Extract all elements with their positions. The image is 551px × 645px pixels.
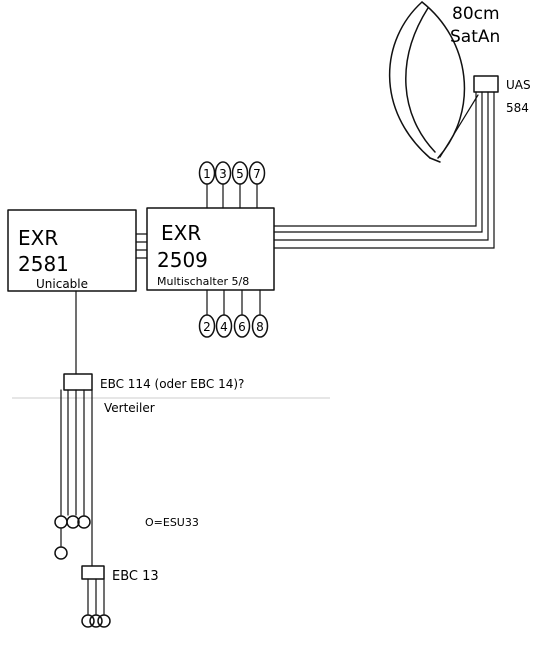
ebc13-label: EBC 13 (112, 569, 159, 584)
svg-text:5: 5 (236, 167, 244, 181)
unicable-multiswitch-cables (135, 233, 148, 259)
socket (81, 614, 95, 628)
lnb-box (473, 75, 499, 93)
multiswitch-desc: Multischalter 5/8 (157, 275, 249, 288)
svg-text:3: 3 (219, 167, 227, 181)
dish-name-label: SatAn (450, 27, 500, 47)
multiswitch-box (146, 207, 275, 291)
multiswitch-brand: EXR (161, 221, 201, 245)
lnb-cables (273, 91, 495, 249)
unicable-brand: EXR (18, 226, 58, 250)
lnb-label-1: UAS (506, 78, 531, 92)
multiswitch-bottom-leads (206, 289, 261, 316)
socket (54, 546, 68, 560)
unicable-box (7, 209, 137, 292)
svg-text:8: 8 (256, 320, 264, 334)
socket-group (54, 515, 91, 560)
output-6: 6 (233, 314, 251, 338)
svg-text:7: 7 (253, 167, 261, 181)
splitter-label: EBC 114 (oder EBC 14)? (100, 377, 244, 391)
output-8: 8 (251, 314, 269, 338)
svg-text:1: 1 (203, 167, 211, 181)
socket (77, 515, 91, 529)
ebc13-sockets (81, 614, 111, 628)
lnb-label-2: 584 (506, 101, 529, 115)
output-7: 7 (248, 161, 266, 185)
multiswitch-model: 2509 (157, 248, 208, 272)
output-5: 5 (231, 161, 249, 185)
dish-size-label: 80cm (452, 4, 500, 24)
splitter-sublabel: Verteiler (104, 401, 155, 415)
multiswitch-top-leads (206, 183, 258, 209)
svg-text:4: 4 (220, 320, 228, 334)
svg-text:2: 2 (203, 320, 211, 334)
output-3: 3 (214, 161, 232, 185)
splitter-box (63, 373, 93, 391)
ebc13-cables (87, 578, 105, 615)
output-1: 1 (198, 161, 216, 185)
ebc13-box (81, 565, 105, 580)
output-2: 2 (198, 314, 216, 338)
legend-label: O=ESU33 (145, 516, 199, 529)
satellite-dish (388, 1, 479, 163)
socket (54, 515, 68, 529)
socket (89, 614, 103, 628)
svg-text:6: 6 (238, 320, 246, 334)
socket (66, 515, 80, 529)
unicable-model: 2581 (18, 252, 69, 276)
unicable-desc: Unicable (36, 277, 88, 291)
splitter-cables (60, 389, 93, 567)
output-4: 4 (215, 314, 233, 338)
socket (97, 614, 111, 628)
